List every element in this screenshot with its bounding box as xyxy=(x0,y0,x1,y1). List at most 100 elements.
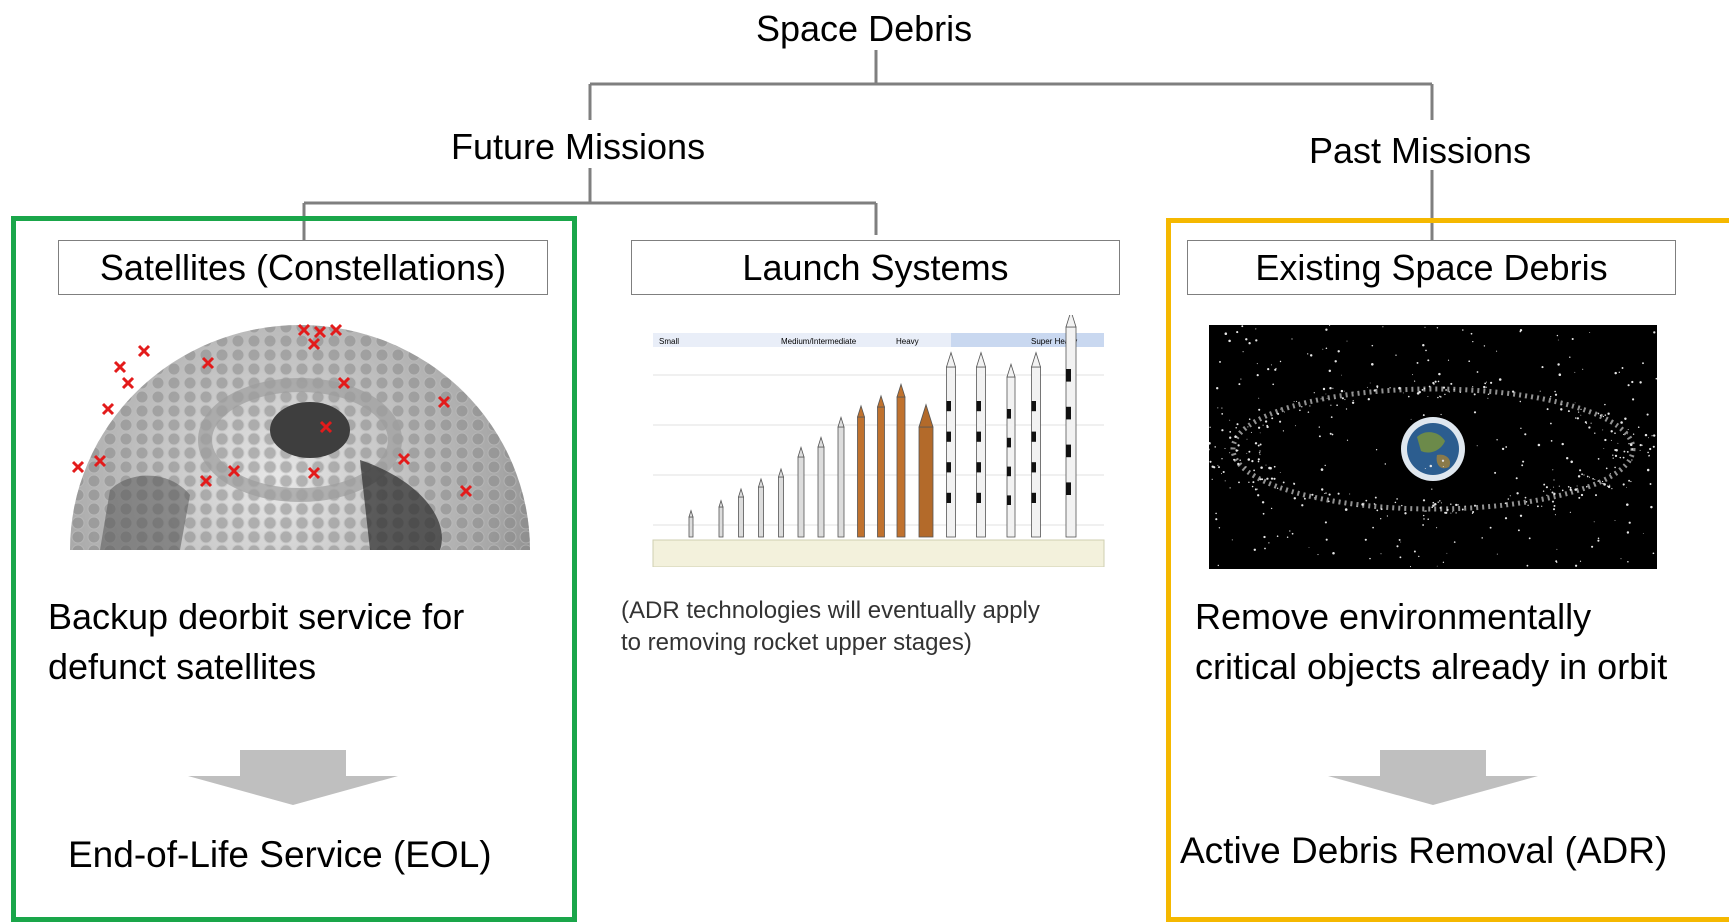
debris-dot xyxy=(1590,422,1592,424)
constellation-globe-image xyxy=(70,320,530,550)
debris-dot xyxy=(1507,498,1510,500)
debris-dot xyxy=(1327,500,1330,503)
debris-dot xyxy=(1432,501,1435,504)
debris-dot xyxy=(1237,462,1240,466)
debris-dot xyxy=(1369,557,1371,560)
debris-dot xyxy=(1229,487,1231,489)
debris-dot xyxy=(1651,435,1653,437)
debris-dot xyxy=(1644,433,1648,437)
debris-dot xyxy=(1423,518,1425,520)
debris-dot xyxy=(1428,385,1431,388)
debris-dot xyxy=(1614,454,1618,458)
debris-dot xyxy=(1246,452,1248,454)
debris-dot xyxy=(1441,459,1445,462)
debris-dot xyxy=(1434,380,1437,383)
debris-dot xyxy=(1457,504,1459,506)
debris-dot xyxy=(1247,426,1249,428)
debris-dot xyxy=(1424,468,1426,469)
debris-dot xyxy=(1552,508,1556,511)
debris-dot xyxy=(1561,404,1563,405)
debris-dot xyxy=(1516,492,1519,495)
debris-dot xyxy=(1246,438,1248,440)
debris-dot xyxy=(1551,491,1554,494)
satellites-description: Backup deorbit service for defunct satel… xyxy=(48,592,464,692)
debris-dot xyxy=(1473,411,1477,414)
debris-dot xyxy=(1248,450,1251,453)
debris-dot xyxy=(1433,475,1436,477)
chart-header-heavy: Heavy xyxy=(896,337,919,346)
debris-dot xyxy=(1209,448,1210,451)
debris-dot xyxy=(1496,553,1498,555)
debris-dot xyxy=(1248,481,1250,484)
debris-dot xyxy=(1442,386,1446,389)
debris-dot xyxy=(1235,449,1238,451)
debris-dot xyxy=(1620,558,1622,560)
debris-dot xyxy=(1629,443,1633,446)
debris-dot xyxy=(1432,381,1435,385)
debris-dot xyxy=(1453,388,1455,391)
debris-dot xyxy=(1262,512,1265,515)
chart-header-super: Super Heavy xyxy=(1031,337,1077,346)
debris-dot xyxy=(1382,326,1384,328)
debris-dot xyxy=(1242,351,1244,353)
debris-dot xyxy=(1345,408,1348,410)
debris-dot xyxy=(1614,519,1616,521)
debris-dot xyxy=(1461,508,1464,511)
debris-dot xyxy=(1632,433,1635,435)
debris-dot xyxy=(1496,350,1498,352)
debris-dot xyxy=(1592,478,1594,480)
debris-dot xyxy=(1375,449,1378,451)
debris-dot xyxy=(1341,397,1344,400)
red-x-marker xyxy=(101,402,115,416)
debris-dot xyxy=(1586,475,1589,478)
debris-dot xyxy=(1631,459,1633,461)
debris-dot xyxy=(1255,339,1258,342)
rocket-silhouette xyxy=(945,351,957,538)
debris-dot xyxy=(1376,386,1379,389)
debris-dot xyxy=(1617,442,1619,444)
debris-dot xyxy=(1282,481,1285,484)
debris-dot xyxy=(1494,471,1497,474)
debris-dot xyxy=(1470,332,1473,335)
debris-dot xyxy=(1606,485,1609,487)
debris-dot xyxy=(1229,436,1232,439)
debris-dot xyxy=(1431,506,1434,509)
debris-dot xyxy=(1245,466,1247,468)
debris-dot xyxy=(1427,518,1429,520)
launch-vehicle-chart-image: Small Medium/Intermediate Heavy Super He… xyxy=(651,315,1106,567)
debris-dot xyxy=(1580,408,1582,411)
debris-dot xyxy=(1268,542,1270,544)
debris-dot xyxy=(1270,477,1274,480)
debris-dot xyxy=(1261,501,1265,504)
debris-dot xyxy=(1649,454,1650,456)
debris-dot xyxy=(1439,500,1441,502)
debris-dot xyxy=(1269,466,1272,470)
debris-dot xyxy=(1450,503,1452,505)
debris-dot xyxy=(1308,547,1310,548)
debris-dot xyxy=(1238,383,1241,386)
debris-dot xyxy=(1436,565,1438,567)
debris-dot xyxy=(1264,547,1266,550)
debris-dot xyxy=(1334,360,1337,363)
debris-dot xyxy=(1303,497,1306,500)
debris-dot xyxy=(1337,350,1340,353)
debris-dot xyxy=(1618,371,1620,373)
future-missions-label: Future Missions xyxy=(451,126,706,167)
debris-dot xyxy=(1626,531,1630,534)
rocket-silhouette xyxy=(896,382,906,538)
debris-dot xyxy=(1221,413,1224,415)
debris-dot xyxy=(1380,518,1382,520)
debris-dot xyxy=(1583,474,1585,476)
debris-dot xyxy=(1569,488,1572,491)
debris-dot xyxy=(1279,472,1281,473)
debris-dot xyxy=(1553,479,1555,481)
debris-dot xyxy=(1553,504,1556,507)
debris-dot xyxy=(1326,397,1328,399)
debris-dot xyxy=(1318,435,1321,438)
debris-dot xyxy=(1581,473,1583,476)
debris-dot xyxy=(1322,348,1324,350)
debris-dot xyxy=(1396,545,1399,548)
launch-systems-box: Launch Systems xyxy=(631,240,1120,295)
debris-dot xyxy=(1425,510,1427,512)
debris-dot xyxy=(1649,483,1652,485)
